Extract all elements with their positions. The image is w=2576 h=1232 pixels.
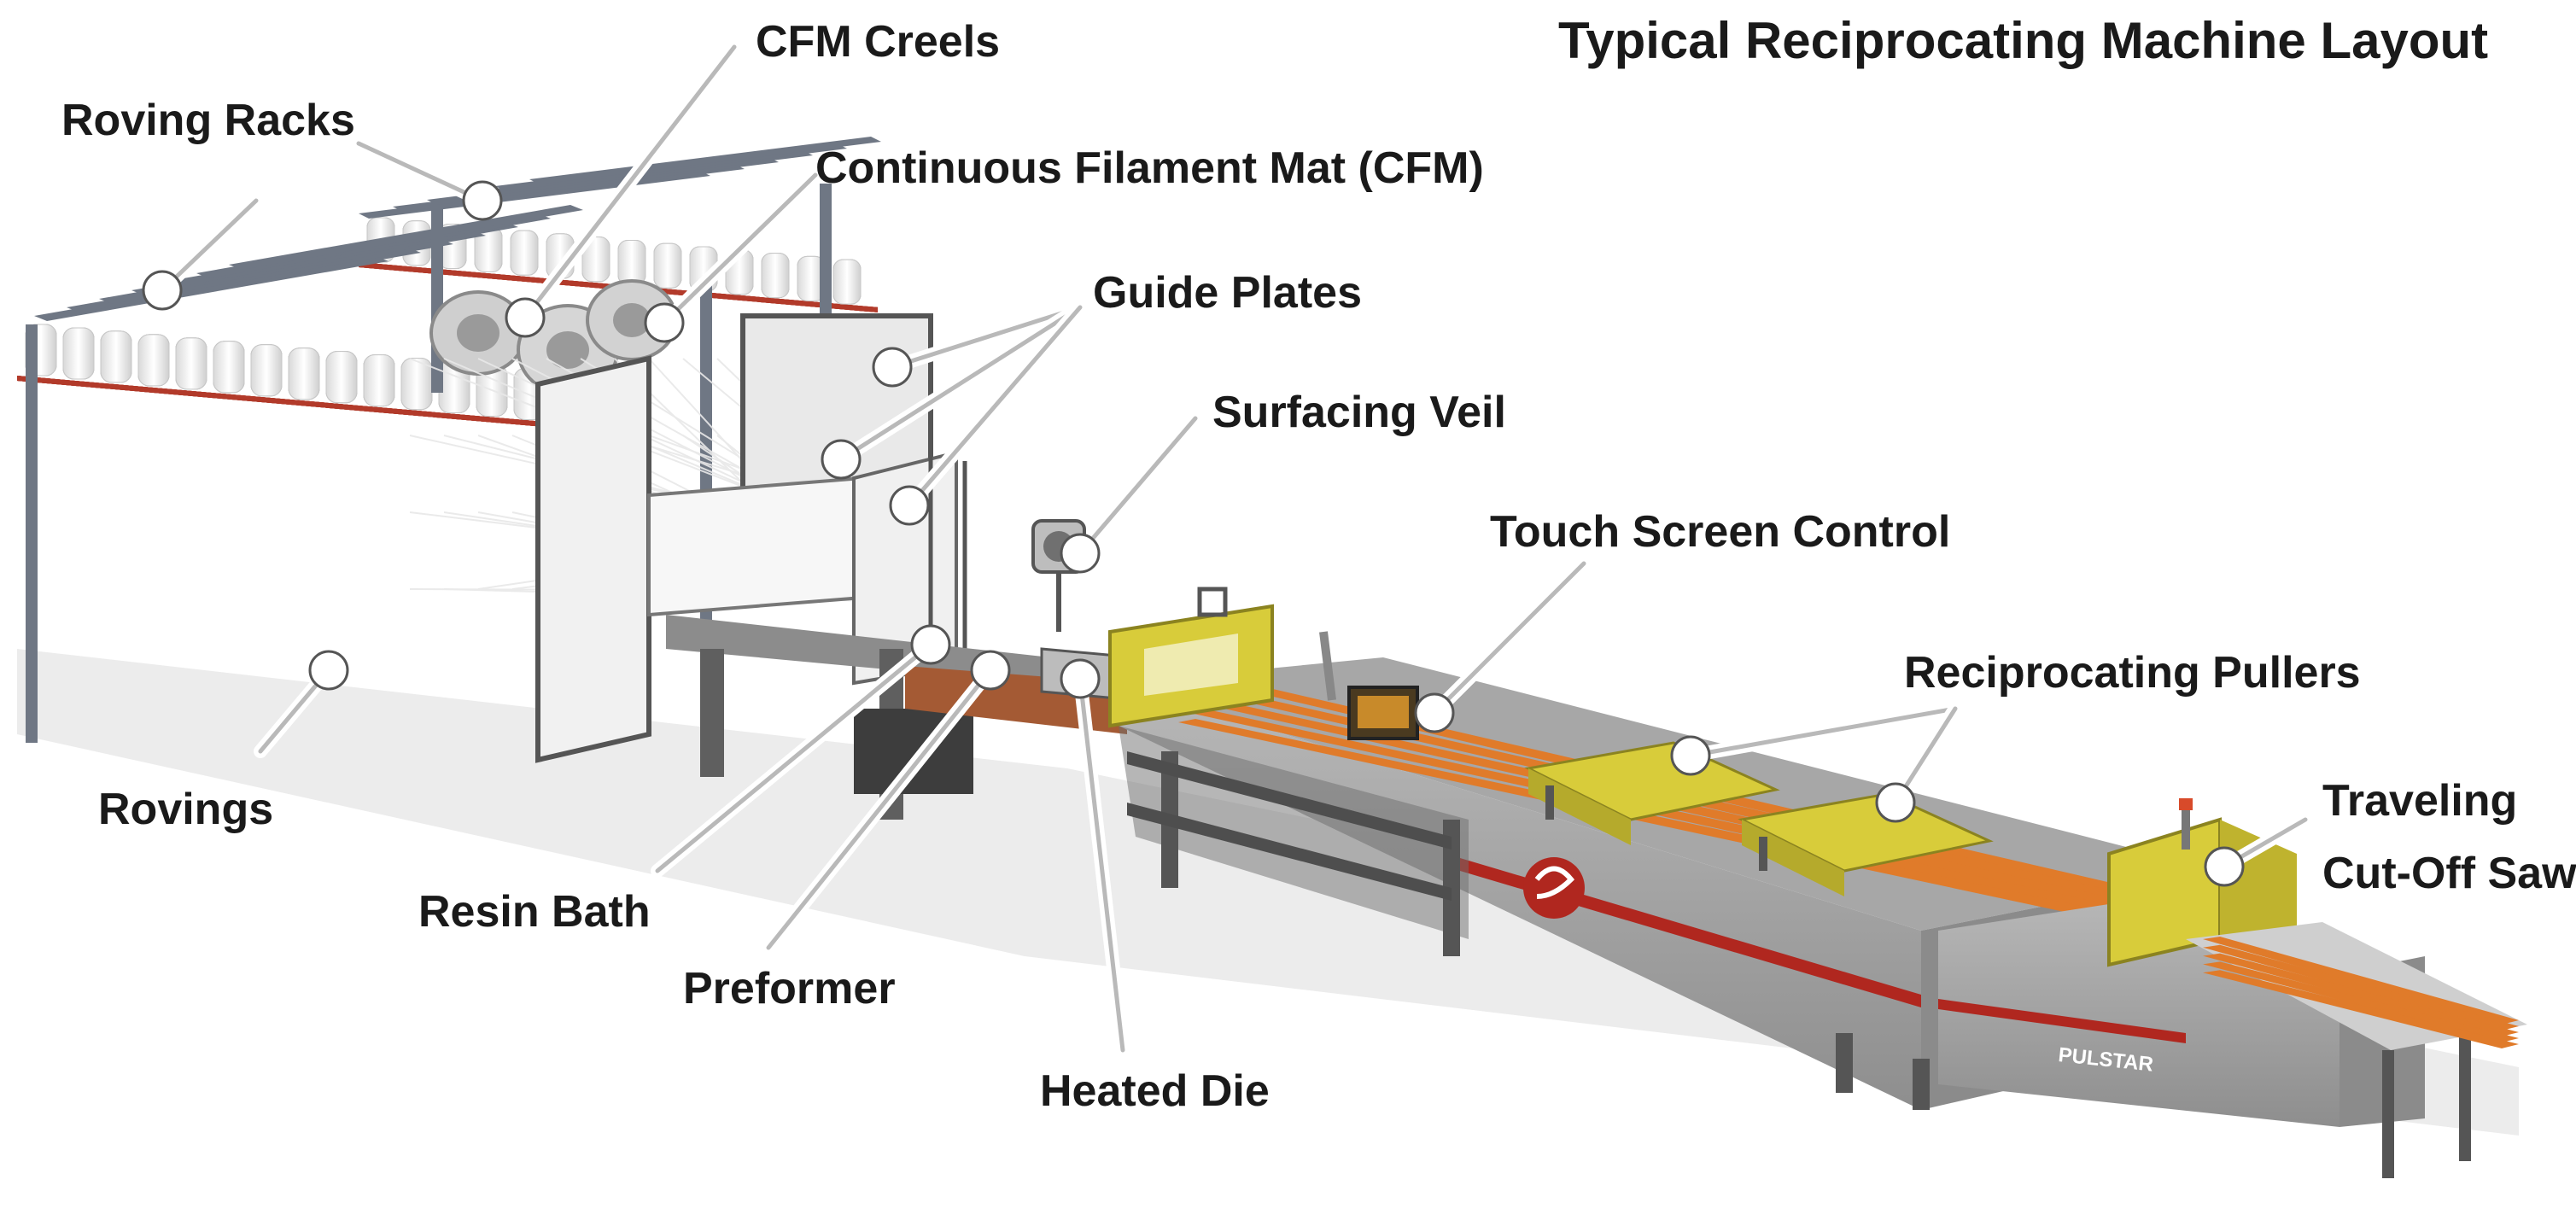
callout-dot <box>821 439 862 480</box>
callout-dot <box>2204 846 2245 887</box>
label-heated-die: Heated Die <box>1040 1066 1270 1116</box>
callout-dot <box>889 485 930 526</box>
label-reciprocating-pullers: Reciprocating Pullers <box>1904 648 2361 698</box>
callout-dot <box>872 347 913 388</box>
roving-spool <box>761 253 790 299</box>
roving-spool <box>100 330 132 383</box>
callout-dot <box>505 297 546 338</box>
label-surfacing-veil: Surfacing Veil <box>1212 388 1506 437</box>
rack-shelf <box>17 376 635 435</box>
yellow-entry-frame <box>1108 587 1274 728</box>
rack-top-bar <box>229 205 583 270</box>
diagram-title: Typical Reciprocating Machine Layout <box>1558 12 2488 69</box>
callout-dot <box>308 650 349 691</box>
roving-spool <box>62 327 95 380</box>
callout-dot <box>970 650 1011 691</box>
label-cfm-creels: CFM Creels <box>756 17 1000 67</box>
label-saw-line1: Traveling <box>2322 776 2517 826</box>
roving-spool <box>137 334 170 387</box>
callout-dot <box>1414 692 1455 733</box>
cfm-creels <box>429 279 678 396</box>
roving-spool <box>213 341 245 394</box>
label-saw-line2: Cut-Off Saw <box>2322 849 2576 898</box>
roving-spool <box>617 239 646 285</box>
callouts <box>142 40 2312 1057</box>
label-touch-screen-control: Touch Screen Control <box>1490 507 1950 557</box>
reciprocating-pullers <box>1524 741 1994 896</box>
orange-rail <box>1178 719 2152 927</box>
callout-dot <box>1060 658 1101 699</box>
label-cfm: Continuous Filament Mat (CFM) <box>815 143 1484 193</box>
roving-spool <box>653 242 682 289</box>
rack-upright <box>26 324 38 743</box>
roving-spool <box>363 354 395 407</box>
roving-spool <box>325 351 358 404</box>
orange-rail <box>2203 944 2519 1031</box>
rack-top-bar <box>529 137 881 184</box>
label-resin-bath: Resin Bath <box>418 887 651 937</box>
roving-racks <box>17 137 881 743</box>
callout-dot <box>644 302 685 343</box>
orange-rail <box>2203 953 2519 1036</box>
callout-dot <box>1670 735 1711 776</box>
orange-rail <box>2203 961 2519 1042</box>
callout-dot <box>910 624 951 665</box>
label-guide-plates: Guide Plates <box>1093 268 1362 318</box>
roving-spool <box>832 259 862 305</box>
callout-dot <box>142 270 183 311</box>
rack-upright <box>431 205 443 393</box>
roving-spool <box>288 347 320 400</box>
roving-spool <box>175 337 207 390</box>
label-preformer: Preformer <box>683 964 896 1013</box>
orange-rail <box>2203 970 2519 1048</box>
roving-spool <box>250 344 283 397</box>
label-roving-racks: Roving Racks <box>61 96 355 145</box>
callout-dot <box>462 180 503 221</box>
callout-dot <box>1875 782 1916 823</box>
orange-rail <box>2203 937 2519 1025</box>
saw-orange-rails <box>2203 937 2519 1048</box>
label-rovings: Rovings <box>98 785 273 834</box>
callout-dot <box>1060 533 1101 574</box>
roving-spool <box>510 230 539 276</box>
